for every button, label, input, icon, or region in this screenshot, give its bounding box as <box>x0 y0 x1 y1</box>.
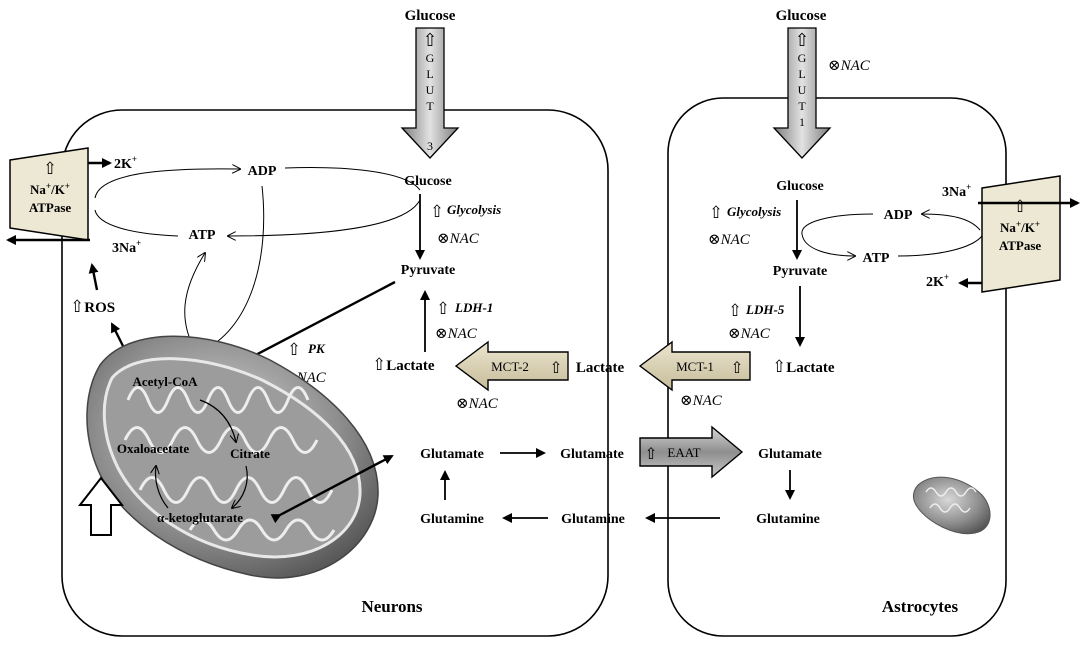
extracellular-lactate: Lactate <box>576 360 625 376</box>
mct1-up: ⇧ <box>730 360 743 377</box>
mct2-transporter <box>454 340 569 392</box>
astro-k-label: 2K+ <box>926 272 949 290</box>
neuron-atp: ATP <box>189 228 216 243</box>
neuron-pk-label: PK <box>308 341 326 356</box>
neuron-glycolysis-up: ⇧ <box>430 202 444 221</box>
glut3-letter-4: T <box>426 99 434 113</box>
tca-arrow-citrate-akg <box>232 465 248 508</box>
astro-atp: ATP <box>863 251 890 266</box>
glut1-letter-3: U <box>798 83 807 97</box>
glut3-up-arrow: ⇧ <box>422 30 437 50</box>
astro-atpase-up-arrow: ⇧ <box>1013 197 1027 216</box>
neuron-glutamate: Glutamate <box>420 447 484 462</box>
neuron-glycolysis-label: Glycolysis <box>447 202 501 217</box>
neuron-ldh-nac: ⊗NAC <box>435 326 478 342</box>
astro-atpase-label-2: ATPase <box>999 238 1042 253</box>
astro-glutamine: Glutamine <box>756 512 820 527</box>
mct2-up: ⇧ <box>549 360 562 377</box>
eaat-up: ⇧ <box>644 446 657 463</box>
neuron-adp: ADP <box>248 164 277 179</box>
mito-to-ros-arrow <box>110 322 127 351</box>
astro-atpase-pump <box>981 175 1061 293</box>
astro-lactate: ⇧Lactate <box>772 357 835 376</box>
astro-glycolysis-up: ⇧ <box>709 203 723 222</box>
tca-arrow-acetyl-citrate <box>199 399 236 442</box>
neuron-label: Neurons <box>361 597 422 616</box>
mct2-nac: ⊗NAC <box>456 396 499 412</box>
neuron-ros: ⇧ROS <box>70 297 115 316</box>
glut1-letter-2: L <box>798 67 805 81</box>
astro-na-label: 3Na+ <box>942 182 971 200</box>
glut1-letter-4: T <box>798 99 806 113</box>
astro-glycolysis-label: Glycolysis <box>727 204 781 219</box>
glut3-letter-2: L <box>426 67 433 81</box>
glut1-letter-5: 1 <box>799 115 805 129</box>
astro-label: Astrocytes <box>882 597 959 616</box>
mito-citrate: Citrate <box>230 446 270 461</box>
glut1-letter-1: G <box>798 51 807 65</box>
mito-akg: α-ketoglutarate <box>157 510 243 525</box>
astro-glycolysis-nac: ⊗NAC <box>708 232 751 248</box>
glut1-transporter <box>772 27 832 159</box>
astro-cycle-atp-to-pump <box>897 235 983 257</box>
astro-glucose: Glucose <box>776 179 823 194</box>
neuron-glucose: Glucose <box>404 174 451 189</box>
astro-ldh-nac: ⊗NAC <box>728 326 771 342</box>
neuron-atpase-label-1: Na+/K+ <box>30 181 70 197</box>
neuron-pyruvate: Pyruvate <box>401 263 455 278</box>
astro-pyruvate: Pyruvate <box>773 264 827 279</box>
mct1-nac: ⊗NAC <box>680 393 723 409</box>
extracellular-glutamate: Glutamate <box>560 447 624 462</box>
mito-oxaloacetate: Oxaloacetate <box>117 441 189 456</box>
mct2-label: MCT-2 <box>491 359 529 374</box>
astro-atpase-label-1: Na+/K+ <box>1000 219 1040 235</box>
neuron-ldh-up: ⇧ <box>436 299 450 318</box>
glutamate-akg-exchange <box>270 454 394 524</box>
astro-mitochondrion <box>913 476 991 535</box>
neuron-cycle-glucose-to-atp <box>228 199 421 236</box>
neuron-cycle-to-adp <box>94 169 240 199</box>
extracellular-glutamine: Glutamine <box>561 512 625 527</box>
astro-ldh-label: LDH-5 <box>745 302 785 317</box>
astro-adp: ADP <box>884 208 913 223</box>
neuron-cycle-atp-to-pump <box>94 209 179 237</box>
eaat-label: EAAT <box>667 445 700 460</box>
neuron-lactate: ⇧Lactate <box>372 355 435 374</box>
neuron-glucose-top: Glucose <box>405 8 456 24</box>
astro-cycle-pump-to-adp <box>922 214 981 231</box>
neuron-atpase-label-2: ATPase <box>29 200 72 215</box>
neuron-big-up-arrow <box>77 476 125 536</box>
eaat-transporter <box>639 425 744 479</box>
glut3-letter-3: U <box>426 83 435 97</box>
glut1-up-arrow: ⇧ <box>794 30 809 50</box>
glut3-transporter <box>400 27 460 159</box>
astro-ldh-up: ⇧ <box>728 301 742 320</box>
neuron-atpase-up-arrow: ⇧ <box>43 159 57 178</box>
neuron-glycolysis-nac: ⊗NAC <box>437 231 480 247</box>
neuron-ldh-label: LDH-1 <box>454 300 493 315</box>
mct1-label: MCT-1 <box>676 359 714 374</box>
mct1-transporter <box>638 340 751 392</box>
glut3-letter-5: 3 <box>427 139 433 153</box>
mito-acetyl-coa: Acetyl-CoA <box>133 374 199 389</box>
neuron-k-label: 2K+ <box>114 154 137 172</box>
astro-glucose-top: Glucose <box>776 8 827 24</box>
tca-arrow-akg-oxalo <box>156 466 169 509</box>
astro-cycle-adp-to-atp <box>801 213 874 256</box>
astro-glutamate: Glutamate <box>758 447 822 462</box>
glut3-letter-1: G <box>426 51 435 65</box>
ros-to-pump-arrow <box>88 263 99 291</box>
neuron-na-label: 3Na+ <box>112 238 141 256</box>
neuron-cycle-adp-to-glucose <box>284 167 421 191</box>
glut1-nac: ⊗NAC <box>828 58 871 74</box>
neuron-pk-up: ⇧ <box>287 340 301 359</box>
neuron-glutamine: Glutamine <box>420 512 484 527</box>
